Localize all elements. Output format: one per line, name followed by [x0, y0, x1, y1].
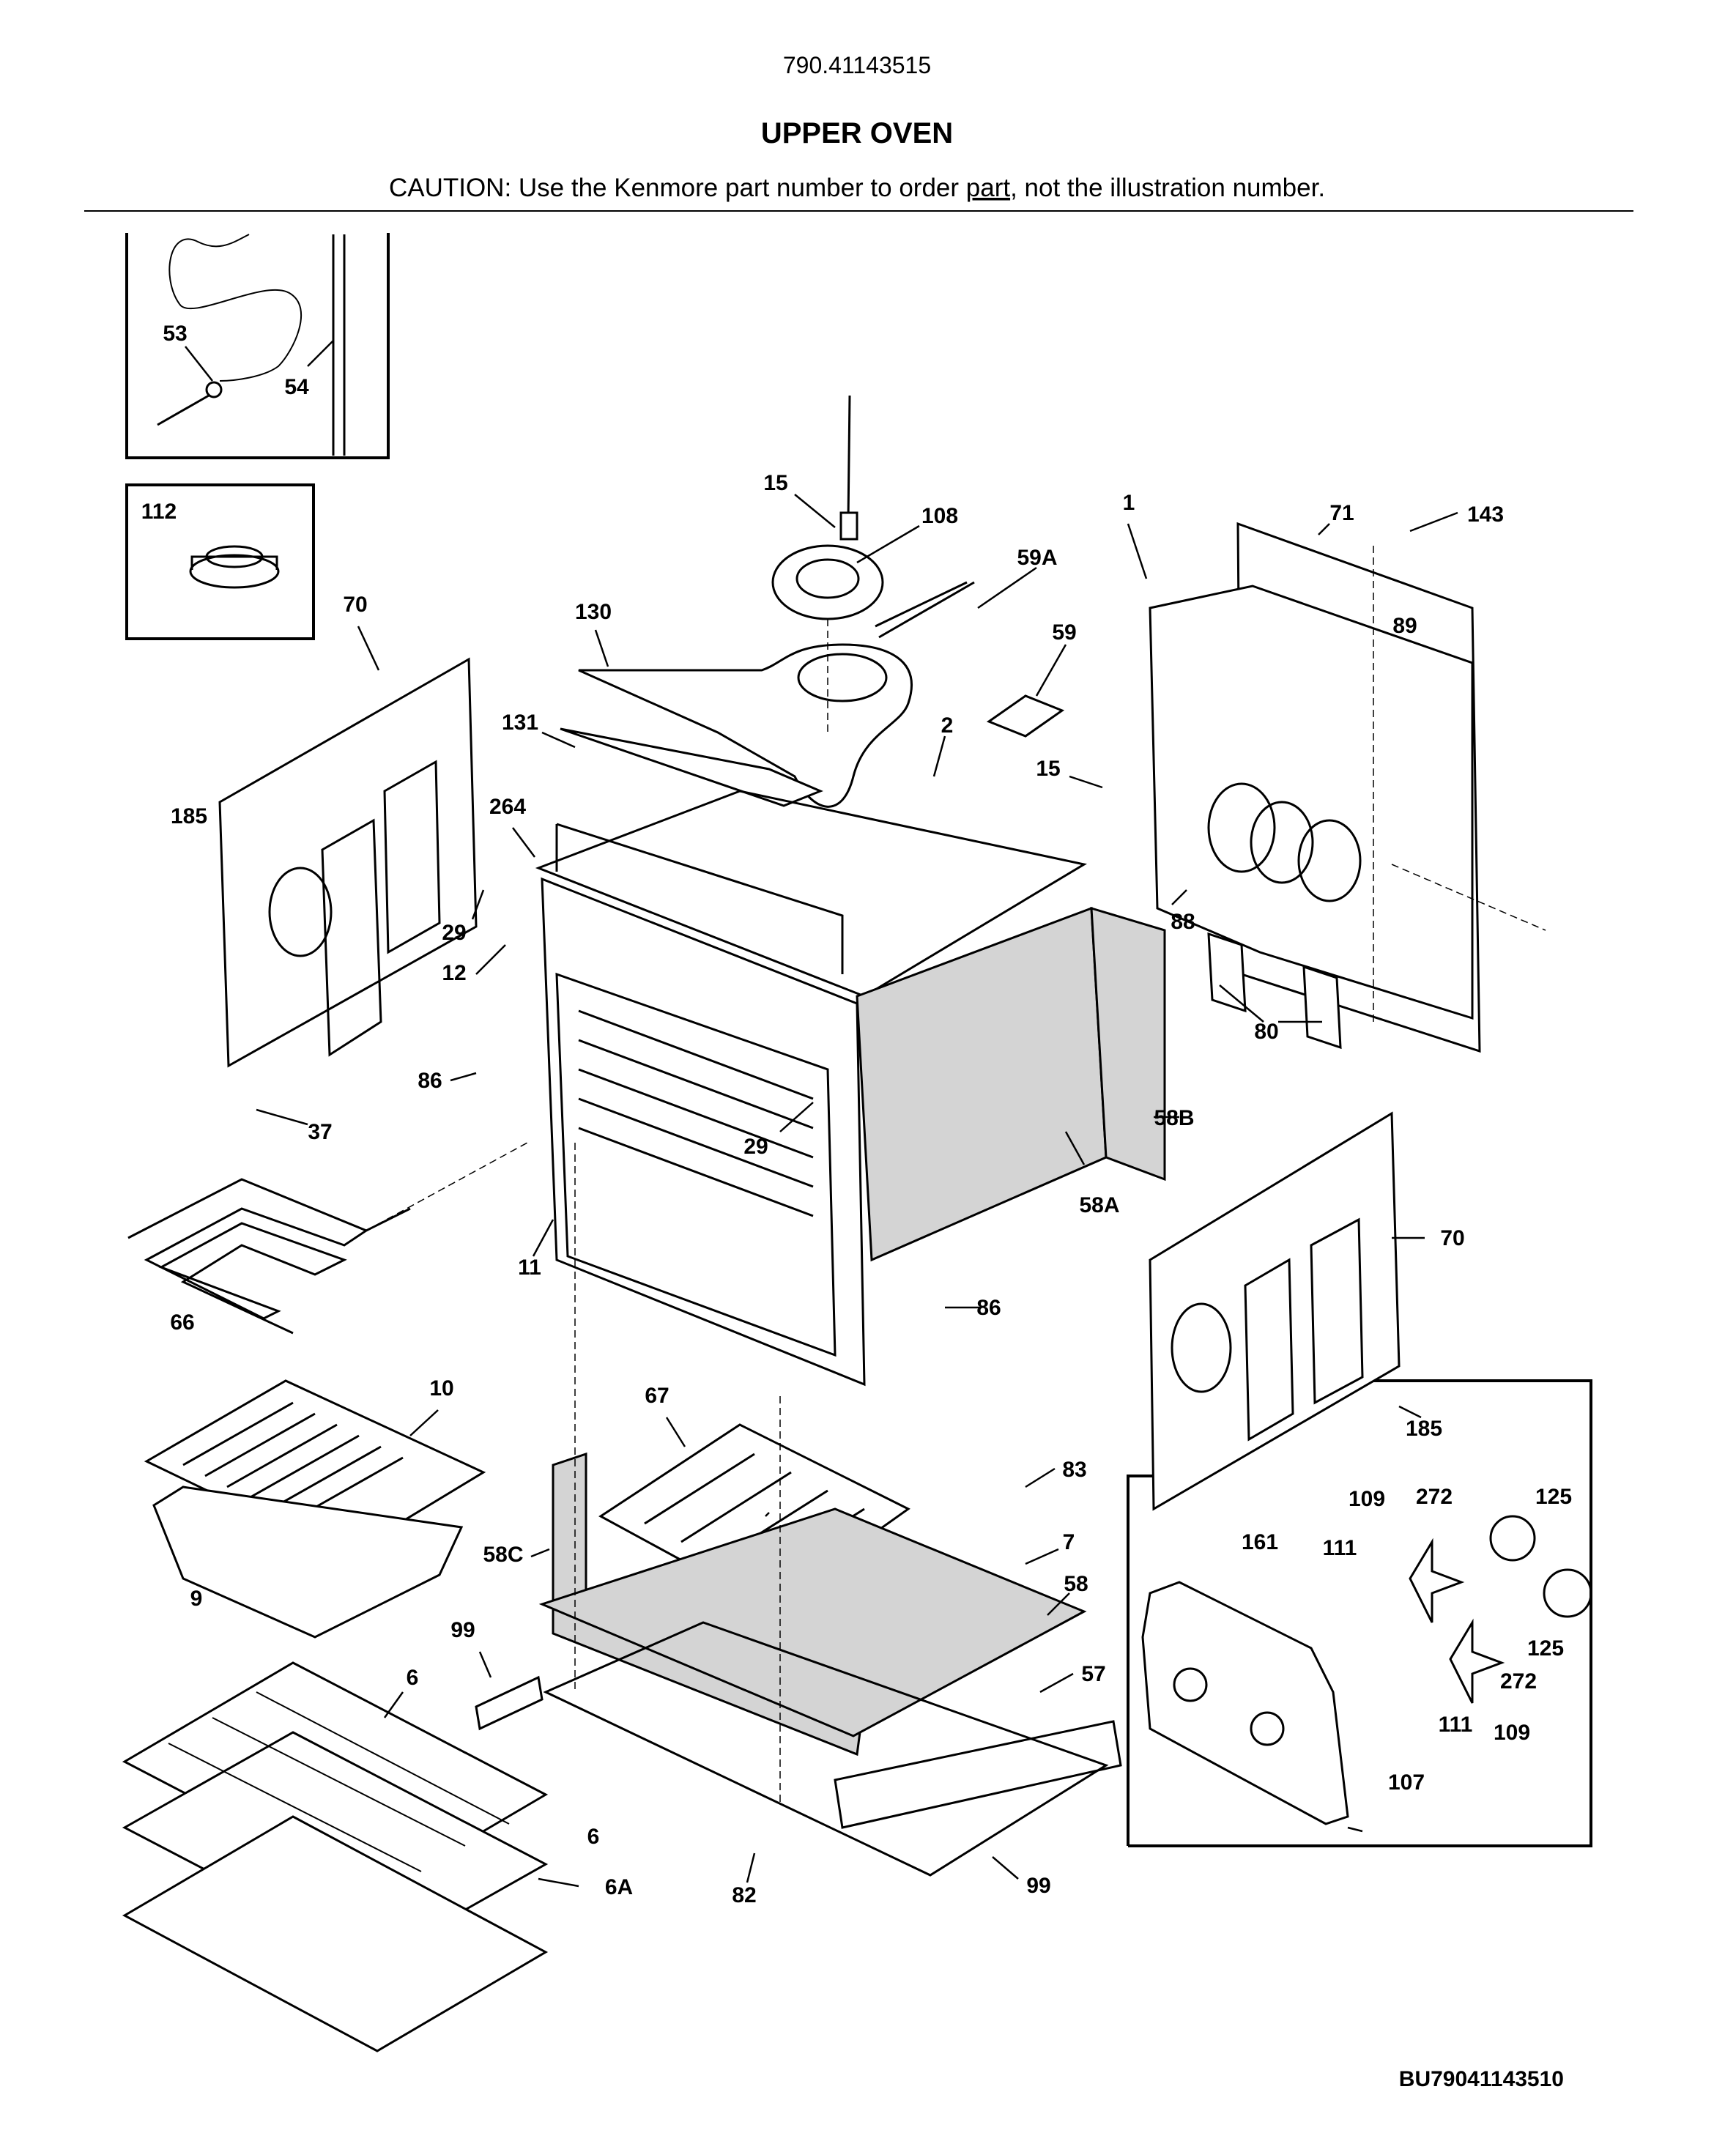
callout-161: 161 — [1242, 1530, 1278, 1554]
callout-2: 2 — [941, 713, 954, 738]
callout-143: 143 — [1467, 502, 1504, 527]
callout-109-lower: 109 — [1494, 1721, 1530, 1745]
side-panel-left — [218, 657, 478, 1068]
callout-7: 7 — [1063, 1530, 1075, 1554]
convection-baffle — [1141, 1581, 1349, 1825]
caution-suffix: , not the illustration number. — [1010, 174, 1325, 202]
stabilizer-rod — [875, 581, 975, 639]
callout-15-side: 15 — [1036, 757, 1060, 781]
callout-58C: 58C — [483, 1543, 523, 1567]
caution-prefix: CAUTION: Use the Kenmore part number to … — [389, 174, 966, 202]
callout-125-upper: 125 — [1535, 1485, 1572, 1509]
callout-58B: 58B — [1154, 1106, 1194, 1130]
side-panel-right — [1149, 1111, 1401, 1511]
callout-99-left: 99 — [450, 1618, 475, 1642]
oven-liner-body — [541, 877, 866, 1387]
callout-80: 80 — [1254, 1020, 1278, 1044]
callout-264: 264 — [489, 795, 526, 819]
callout-70-left: 70 — [343, 593, 367, 617]
oven-liner-top — [535, 790, 1088, 998]
callout-88: 88 — [1171, 910, 1195, 934]
electronic-board — [986, 694, 1065, 738]
broil-pan — [152, 1485, 464, 1639]
callout-9: 9 — [190, 1587, 203, 1611]
callout-272-lower: 272 — [1500, 1669, 1537, 1694]
callout-1: 1 — [1123, 491, 1135, 515]
callout-66: 66 — [170, 1310, 194, 1335]
callout-10: 10 — [429, 1376, 453, 1401]
callout-131: 131 — [502, 711, 538, 735]
diagram-code: BU79041143510 — [1399, 2067, 1564, 2091]
callout-57: 57 — [1081, 1662, 1105, 1686]
callout-99-right: 99 — [1026, 1874, 1050, 1898]
page-title: UPPER OVEN — [761, 117, 953, 149]
callout-111-lower: 111 — [1439, 1713, 1473, 1737]
callout-53: 53 — [163, 322, 187, 346]
callout-6-lower: 6 — [587, 1825, 600, 1849]
callout-111-upper: 111 — [1323, 1536, 1357, 1560]
caution-notice: CAUTION: Use the Kenmore part number to … — [389, 174, 1325, 202]
callout-11: 11 — [518, 1255, 541, 1280]
oven-racks — [122, 1661, 549, 2052]
callout-70-right: 70 — [1440, 1226, 1464, 1250]
callout-86-right: 86 — [976, 1296, 1001, 1320]
callout-6-upper: 6 — [407, 1666, 419, 1690]
callout-37: 37 — [308, 1120, 332, 1144]
callout-leader-lines — [185, 340, 1458, 1888]
callout-82: 82 — [732, 1883, 756, 1907]
duct-cover — [560, 643, 913, 808]
callout-58: 58 — [1064, 1572, 1088, 1596]
callout-107: 107 — [1388, 1770, 1425, 1795]
callout-83: 83 — [1062, 1458, 1086, 1482]
inset-thermostat-frame — [125, 483, 315, 640]
mounting-brackets — [1207, 932, 1342, 1050]
callout-185-right: 185 — [1406, 1417, 1442, 1441]
callout-54: 54 — [284, 375, 309, 399]
assembly-guide-lines — [366, 546, 1546, 1802]
callout-112: 112 — [141, 500, 177, 524]
model-number: 790.41143515 — [783, 52, 931, 78]
broil-element — [127, 1178, 411, 1335]
callout-272-upper: 272 — [1416, 1485, 1453, 1509]
callout-89: 89 — [1392, 614, 1417, 638]
callout-108: 108 — [921, 504, 958, 528]
callout-125-lower: 125 — [1527, 1636, 1564, 1661]
callout-86-left: 86 — [418, 1069, 442, 1093]
callout-59A: 59A — [1017, 546, 1057, 570]
callout-29-lower: 29 — [743, 1135, 768, 1159]
insulation-side — [856, 906, 1166, 1262]
callout-15-top: 15 — [763, 471, 787, 495]
convection-fan-assembly — [771, 395, 884, 620]
callout-67: 67 — [645, 1384, 669, 1408]
callout-59: 59 — [1052, 620, 1076, 645]
caution-underlined-word: part — [966, 174, 1011, 202]
callout-109-upper: 109 — [1349, 1487, 1385, 1511]
callout-71: 71 — [1329, 501, 1354, 525]
fan-blades — [1409, 1515, 1592, 1704]
callout-185-left: 185 — [171, 804, 207, 828]
callout-130: 130 — [575, 600, 612, 624]
callout-58A: 58A — [1079, 1193, 1119, 1217]
bottom-frame — [475, 1621, 1122, 1877]
callout-12: 12 — [442, 961, 466, 985]
bottom-insulation — [538, 1452, 1087, 1757]
back-panel-outer — [1149, 522, 1481, 1053]
callout-numbers: 53 54 112 70 185 15 108 59A 59 130 131 2… — [141, 322, 1572, 1907]
callout-29-upper: 29 — [442, 921, 466, 945]
callout-6A: 6A — [605, 1875, 633, 1899]
inset-probe-frame — [125, 233, 390, 459]
